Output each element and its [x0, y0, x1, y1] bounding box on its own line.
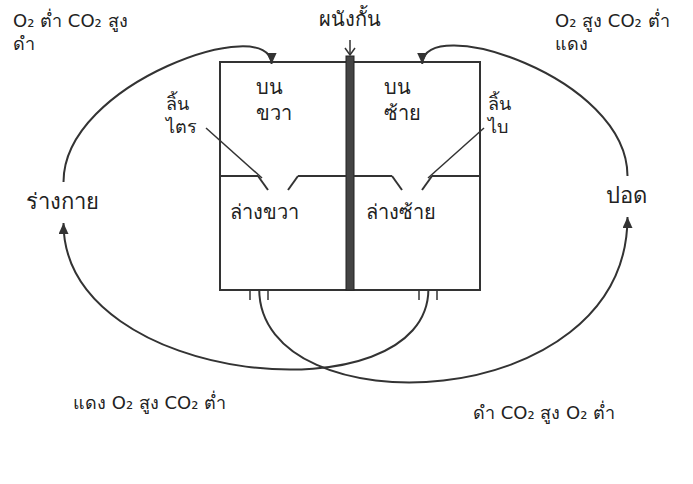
body-node: ร่างกาย — [20, 182, 107, 223]
valve-label: ลิ้น ไบ — [488, 92, 511, 139]
flow-arrow — [422, 45, 627, 176]
leader-arrow — [349, 40, 351, 54]
node-text: ล่างซ้าย — [366, 199, 478, 225]
node-text: ร่างกาย — [26, 188, 101, 217]
edge-label: แดง O₂ สูง CO₂ ต่ำ — [70, 390, 230, 415]
edge-label: O₂ สูง CO₂ ต่ำ แดง — [552, 8, 682, 57]
septum-wall — [346, 56, 354, 290]
vessel-stub — [418, 290, 420, 300]
vessel-stub — [436, 290, 438, 300]
flow-arrow — [259, 217, 627, 382]
leader-line — [206, 128, 262, 178]
edge-label: O₂ ต่ำ CO₂ สูง ดำ — [10, 8, 140, 57]
valve-flap — [392, 176, 402, 190]
leader-arrowhead — [345, 48, 355, 55]
chamber-divider — [220, 175, 258, 177]
chamber-box: ล่างซ้าย — [354, 177, 478, 289]
vessel-stub — [249, 290, 251, 300]
leader-line — [428, 128, 484, 178]
chamber-box: บน ขวา — [222, 64, 346, 174]
edge-label: ดำ CO₂ สูง O₂ ต่ำ — [470, 400, 630, 425]
chamber-divider — [298, 175, 346, 177]
node-text: ล่างขวา — [230, 199, 346, 225]
valve-label: ลิ้น ไตร — [166, 92, 197, 139]
node-text: ปอด — [606, 182, 649, 211]
flow-arrow — [64, 46, 272, 182]
valve-flap — [288, 176, 298, 190]
chamber-divider — [354, 175, 392, 177]
flow-arrow — [64, 223, 429, 370]
valve-flap — [422, 176, 432, 190]
chamber-box: บน ซ้าย — [354, 64, 478, 174]
node-text: บน ซ้าย — [384, 74, 421, 126]
vessel-stub — [267, 290, 269, 300]
lung-node: ปอด — [600, 176, 655, 217]
node-text: บน ขวา — [256, 74, 292, 126]
chamber-divider — [432, 175, 480, 177]
septum-label: ผนังกั้น — [300, 6, 400, 32]
chamber-box: ล่างขวา — [222, 177, 346, 289]
valve-flap — [258, 176, 268, 190]
